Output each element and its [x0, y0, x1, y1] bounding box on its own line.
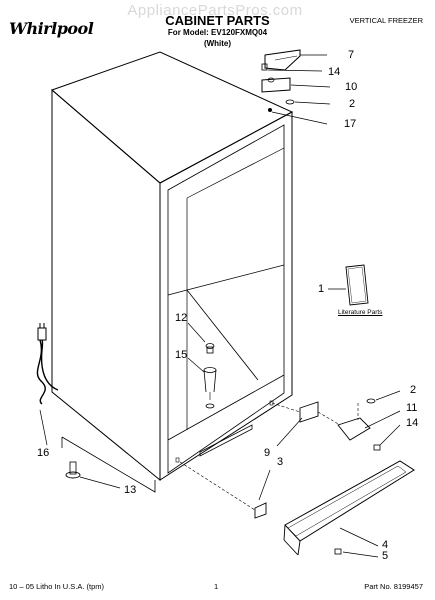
page-title: CABINET PARTS: [165, 13, 270, 28]
callout-9: 9: [264, 447, 271, 459]
power-cord: [36, 334, 59, 405]
base-platform: [61, 436, 156, 493]
appliance-category: VERTICAL FREEZER: [349, 16, 423, 25]
callout-10: 10: [345, 81, 358, 93]
drain-washer: [205, 403, 215, 409]
callout-7: 7: [348, 49, 355, 61]
washer-top: [285, 99, 295, 105]
lower-hinge-part: [337, 417, 371, 441]
callout-15: 15: [175, 349, 188, 361]
lower-hinge-bracket: [299, 401, 319, 423]
literature-booklet: [345, 264, 369, 306]
top-hinge-hole: [268, 108, 272, 112]
literature-parts-label: Literature Parts: [338, 309, 383, 316]
cabinet-front-face: [51, 88, 161, 482]
hinge-screw-lower: [373, 444, 381, 451]
top-hinge-part: [264, 49, 301, 71]
washer-lower: [366, 398, 376, 404]
power-plug: [37, 327, 47, 341]
callout-2-lower: 2: [410, 384, 417, 396]
callout-17: 17: [344, 118, 357, 130]
cabinet-opening-inner: [167, 124, 285, 474]
liner-floor-shelf: [167, 264, 285, 296]
drain-cap: [205, 343, 215, 349]
callout-3: 3: [277, 456, 284, 468]
callout-2-top: 2: [349, 98, 356, 110]
callout-5: 5: [382, 550, 389, 562]
hinge-screw-top: [261, 63, 268, 71]
callout-4: 4: [382, 539, 389, 551]
base-screw-hole-left: [175, 457, 180, 463]
grille-clip: [254, 502, 267, 519]
liner-floor-front: [167, 374, 285, 441]
cabinet-opening-outer: [159, 111, 293, 481]
callout-12: 12: [175, 312, 188, 324]
leveling-leg: [65, 471, 81, 479]
hinge-plate: [261, 77, 291, 93]
callout-16: 16: [37, 447, 50, 459]
base-slot: [199, 424, 253, 457]
callout-13: 13: [124, 484, 137, 496]
callout-14-top: 14: [328, 66, 341, 78]
callout-11: 11: [406, 402, 418, 414]
watermark: AppliancePartsPros.com: [127, 2, 303, 19]
color-line: (White): [203, 39, 232, 48]
footer-print-info: 10 – 05 Litho In U.S.A. (tpm): [9, 582, 105, 591]
base-screw-hole-right: [269, 400, 274, 406]
footer-part-number: Part No. 8199457: [364, 582, 423, 591]
toe-grille: [284, 460, 415, 542]
brand-logo: Whirlpool: [9, 19, 94, 38]
drain-tube-top: [203, 367, 217, 373]
liner-back-top: [186, 147, 285, 199]
grille-screw: [334, 548, 342, 555]
footer-page-number: 1: [214, 582, 219, 591]
cabinet-top: [51, 51, 294, 184]
liner-floor-step: [186, 289, 259, 381]
callout-1: 1: [318, 283, 325, 295]
callout-14-lower: 14: [406, 417, 419, 429]
model-line: For Model: EV120FXMQ04: [167, 28, 268, 37]
